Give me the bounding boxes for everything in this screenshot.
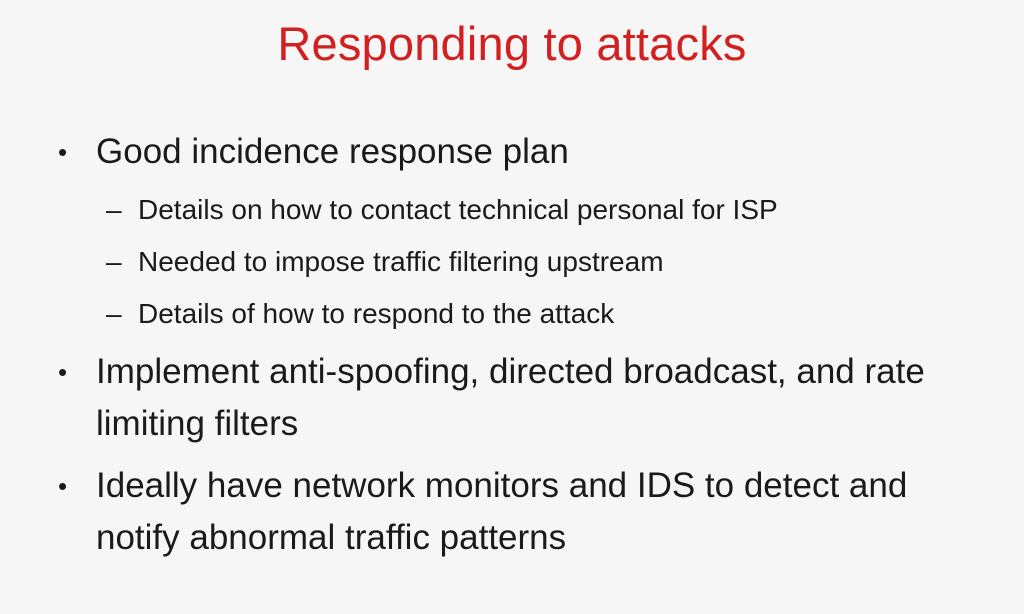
bullet-text: Implement anti-spoofing, directed broadc… xyxy=(96,352,925,443)
sub-bullet-item: – Details of how to respond to the attac… xyxy=(106,288,986,340)
bullet-item: • Ideally have network monitors and IDS … xyxy=(58,460,978,564)
sub-bullet-marker: – xyxy=(106,246,122,277)
bullet-marker: • xyxy=(58,357,68,387)
bullet-text: Good incidence response plan xyxy=(96,132,569,171)
sub-bullet-text: Details on how to contact technical pers… xyxy=(138,194,778,225)
sub-bullet-text: Needed to impose traffic filtering upstr… xyxy=(138,246,664,277)
bullet-item: • Implement anti-spoofing, directed broa… xyxy=(58,346,978,450)
sub-bullet-text: Details of how to respond to the attack xyxy=(138,298,615,329)
bullet-marker: • xyxy=(58,471,68,501)
bullet-item: • Good incidence response plan xyxy=(58,126,978,178)
sub-bullet-marker: – xyxy=(106,298,122,329)
sub-bullet-item: – Needed to impose traffic filtering ups… xyxy=(106,236,986,288)
sub-bullet-marker: – xyxy=(106,194,122,225)
bullet-text: Ideally have network monitors and IDS to… xyxy=(96,466,908,557)
sub-bullet-item: – Details on how to contact technical pe… xyxy=(106,184,986,236)
bullet-marker: • xyxy=(58,137,68,167)
slide-title: Responding to attacks xyxy=(277,17,747,70)
